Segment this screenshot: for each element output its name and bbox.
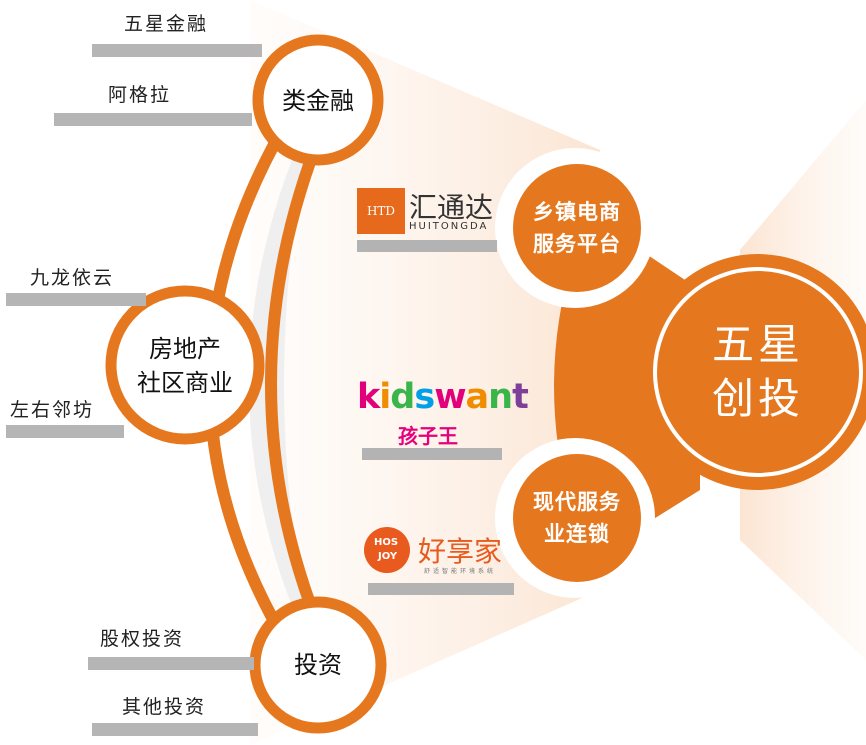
leaf-label: 股权投资 (100, 628, 185, 650)
hosjoy-logo-tagline: 舒适智能环境系统 (424, 568, 497, 575)
service-label-rural-ecommerce: 乡镇电商 服务平台 (513, 196, 641, 260)
center-circle-ring (653, 267, 863, 477)
kidswant-letter: t (512, 377, 529, 417)
leaf-label: 左右邻坊 (10, 399, 95, 421)
leaf-bar (92, 44, 262, 57)
hosjoy-logo-mark (364, 527, 410, 573)
node-label-line: 房地产 (149, 335, 221, 363)
node-circle-finance (252, 34, 384, 166)
kidswant-letter: k (357, 377, 380, 417)
hosjoy-logo-mark-text: JOY (378, 551, 398, 562)
leaf-label: 其他投资 (122, 696, 207, 718)
service-circle-modern-services (513, 454, 641, 582)
htd-logo-mark: HTD (357, 188, 405, 234)
kidswant-letter: d (390, 377, 415, 417)
center-label-line: 五星 (711, 320, 804, 369)
service-label-modern-services: 现代服务 业连锁 (513, 486, 641, 550)
htd-logo-subtitle: HUITONGDA (409, 221, 489, 232)
node-circle-realestate (105, 285, 265, 445)
kidswant-letter: w (434, 377, 466, 417)
service-circle-rural-ecommerce (513, 164, 641, 292)
kidswant-logo-name: 孩子王 (398, 424, 458, 448)
arc-inner (265, 127, 328, 638)
node-circle-investment (249, 596, 387, 734)
logo-bar (357, 240, 497, 252)
logo-bar (362, 448, 502, 460)
center-label: 五星 创投 (668, 318, 848, 426)
leaf-bar (92, 723, 258, 736)
leaf-bar (6, 425, 124, 438)
arc-band (249, 100, 318, 665)
service-label-line: 业连锁 (544, 521, 610, 546)
hosjoy-logo-name: 好享家 (418, 535, 503, 568)
node-label-realestate: 房地产 社区商业 (111, 332, 259, 400)
kidswant-letter: s (414, 377, 435, 417)
service-label-line: 服务平台 (533, 231, 621, 256)
logo-bar (368, 583, 514, 595)
leaf-bar (6, 293, 146, 306)
htd-logo-name: 汇通达 (409, 191, 494, 224)
kidswant-letter: i (379, 377, 391, 417)
leaf-label: 五星金融 (124, 13, 209, 35)
kidswant-letter: n (488, 377, 513, 417)
leaf-bar (54, 113, 252, 126)
kidswant-logo-wordmark: kidswant (357, 377, 529, 417)
center-label-line: 创投 (711, 374, 804, 423)
leaf-bar (88, 657, 254, 670)
leaf-label: 阿格拉 (108, 84, 172, 106)
leaf-label: 九龙依云 (30, 267, 115, 289)
service-label-line: 现代服务 (533, 489, 621, 514)
hosjoy-logo-mark-text: HOS (374, 537, 399, 548)
service-label-line: 乡镇电商 (533, 199, 621, 224)
node-label-finance: 类金融 (282, 87, 354, 115)
kidswant-letter: a (465, 377, 490, 417)
node-label-investment: 投资 (294, 651, 342, 679)
node-label-line: 社区商业 (137, 369, 233, 397)
center-circle-outer (640, 254, 866, 490)
